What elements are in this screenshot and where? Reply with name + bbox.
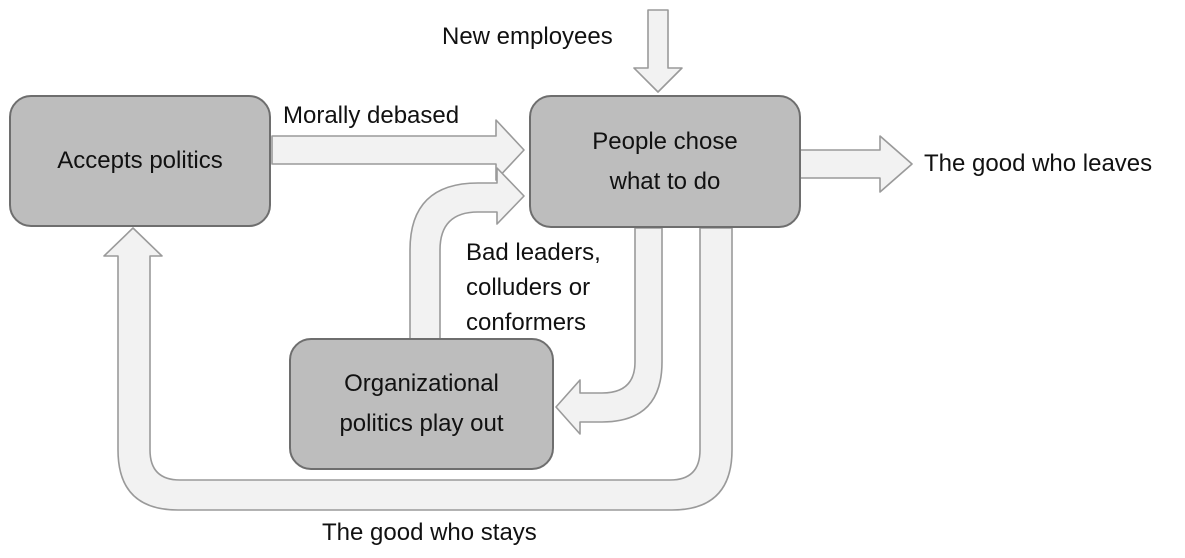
- bad-leaders-line1: Bad leaders,: [466, 239, 601, 266]
- org-politics-label-line2: politics play out: [339, 410, 504, 437]
- bad-leaders-line3: conformers: [466, 309, 587, 336]
- bad-leaders-label: Bad leaders, colluders or conformers: [466, 235, 626, 340]
- org-to-people-arrow: [409, 167, 525, 341]
- good-leaves-label: The good who leaves: [924, 150, 1153, 177]
- bad-leaders-arrow: [555, 227, 663, 435]
- org-politics-label-line1: Organizational: [344, 370, 499, 397]
- morally-debased-arrow: [271, 119, 525, 181]
- people-chose-box: People chose what to do: [529, 95, 801, 228]
- accepts-politics-label: Accepts politics: [57, 147, 223, 174]
- morally-debased-label: Morally debased: [283, 102, 460, 129]
- new-employees-arrow: [633, 9, 683, 93]
- accepts-politics-box: Accepts politics: [9, 95, 271, 227]
- org-politics-box: Organizational politics play out: [289, 338, 554, 470]
- good-leaves-arrow: [799, 135, 913, 193]
- new-employees-label: New employees: [442, 23, 613, 50]
- good-stays-arrow: [103, 227, 733, 511]
- good-stays-label: The good who stays: [322, 519, 537, 546]
- bad-leaders-line2: colluders or: [466, 274, 591, 301]
- people-chose-label-line2: what to do: [609, 167, 721, 195]
- people-chose-label-line1: People chose: [592, 127, 738, 155]
